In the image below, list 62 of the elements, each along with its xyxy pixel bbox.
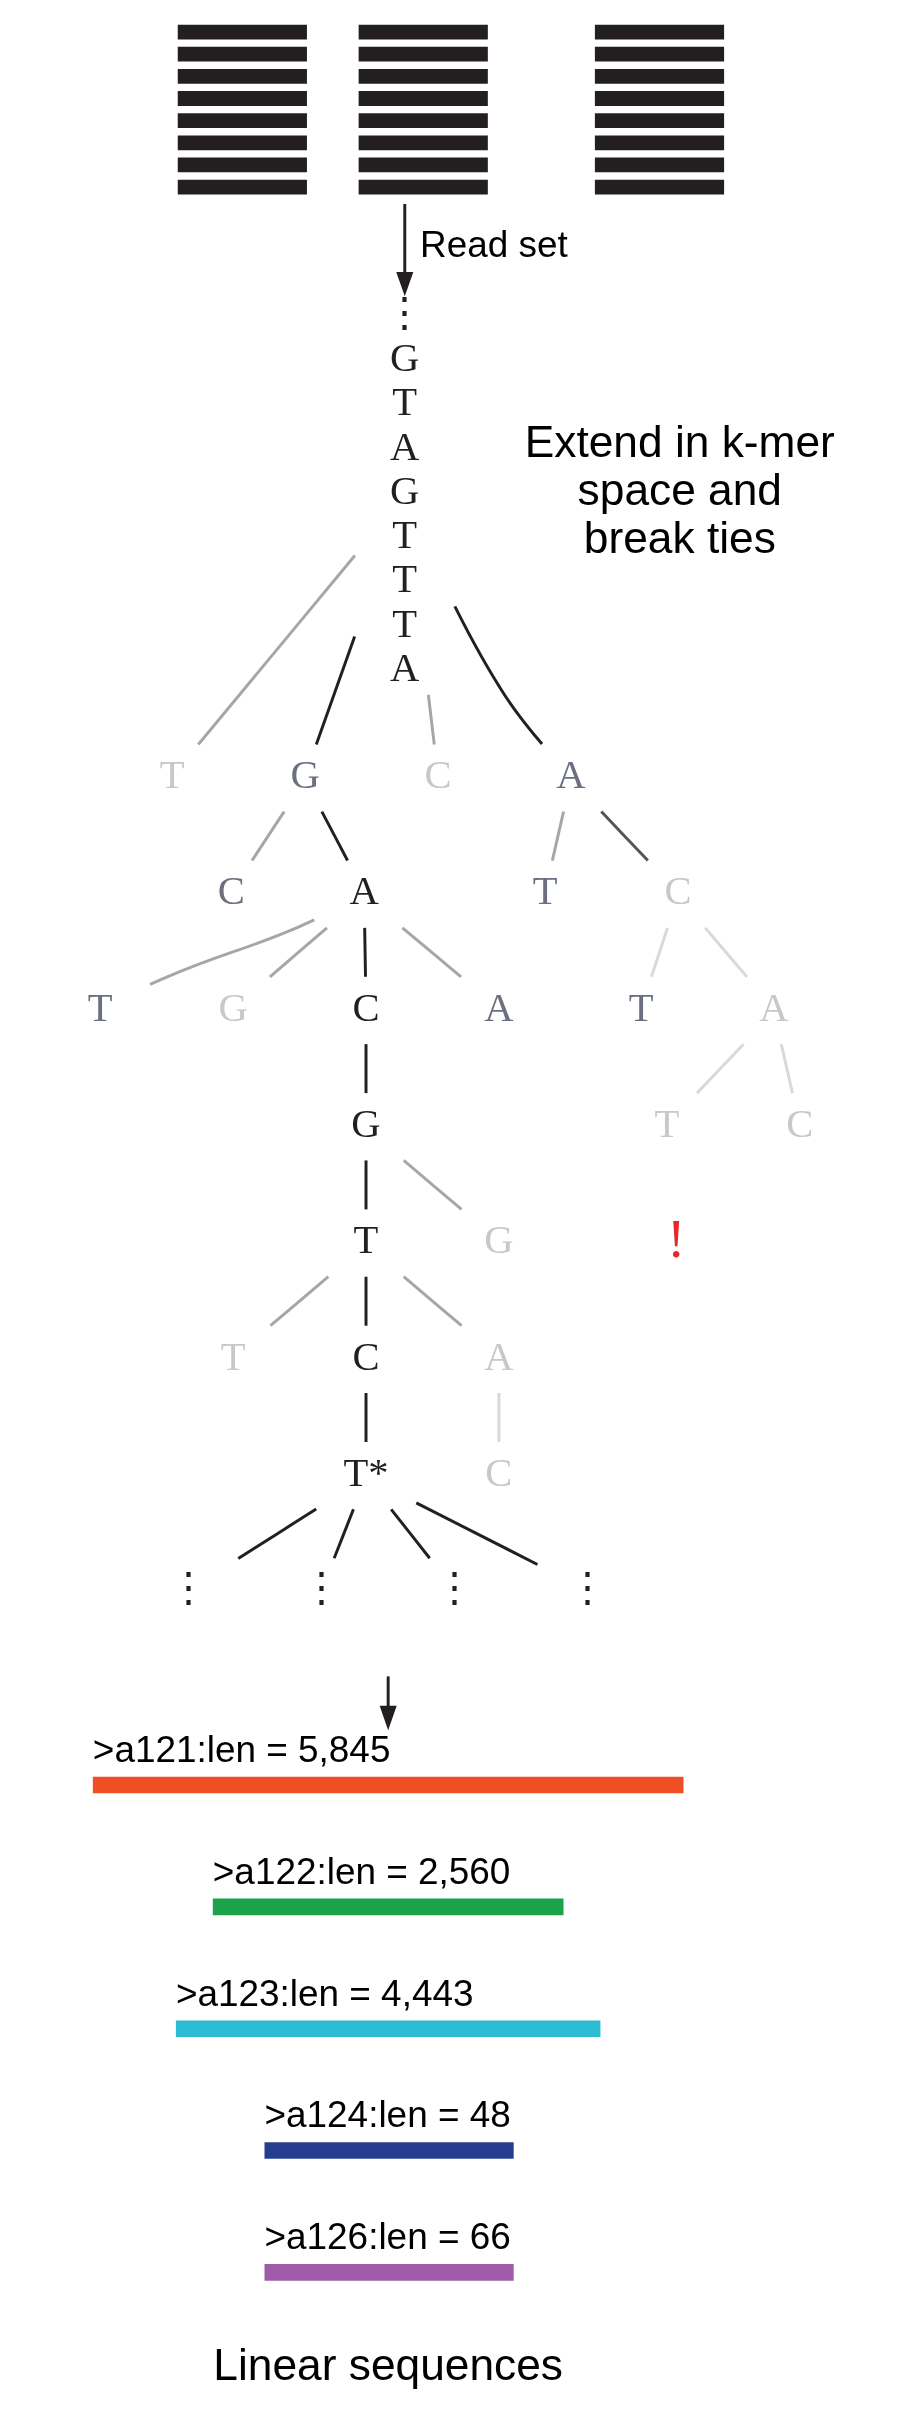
node-text: ⋮ G T A G T T T A	[383, 290, 425, 691]
node-text: ⋮	[433, 1566, 475, 1612]
connector	[237, 1507, 317, 1560]
edge-label: Read set	[419, 224, 568, 266]
node-text: A	[555, 752, 586, 798]
node-label: >a121:len = 5,845	[92, 1728, 390, 1770]
connector	[364, 1276, 367, 1326]
connector	[649, 927, 669, 978]
connector	[402, 1159, 462, 1211]
node-box	[264, 2264, 514, 2281]
node-text: ⋮	[566, 1566, 608, 1612]
node-text: C	[217, 868, 245, 914]
node-text: ⋮	[167, 1566, 209, 1612]
connector	[250, 810, 285, 862]
node-text: A	[349, 868, 379, 914]
connector	[364, 1393, 367, 1442]
connector	[364, 1044, 367, 1094]
node-box	[212, 1898, 563, 1916]
connector	[415, 1501, 538, 1566]
node-label: >a122:len = 2,560	[212, 1850, 510, 1892]
connector	[599, 810, 649, 862]
connector	[364, 1160, 367, 1210]
node-text: T*	[342, 1449, 389, 1495]
connector	[389, 1508, 431, 1560]
connector	[426, 694, 436, 745]
node-text: ⋮	[300, 1566, 342, 1612]
node-text: T	[628, 984, 653, 1030]
label: Linear sequences	[212, 2339, 563, 2389]
node-box	[92, 1776, 683, 1794]
node-box	[264, 2142, 514, 2159]
connector	[149, 918, 315, 986]
connector	[268, 926, 328, 978]
connector	[703, 926, 748, 978]
connector	[402, 1275, 462, 1327]
node-label: >a124:len = 48	[264, 2094, 511, 2136]
label: Extend in k-mer space and break ties	[524, 416, 835, 562]
arrow	[395, 203, 413, 297]
node-text: T	[87, 984, 113, 1030]
node-text: G	[350, 1100, 381, 1146]
connector	[453, 605, 543, 745]
node-text: C	[351, 984, 380, 1030]
node-text: C	[351, 1333, 380, 1379]
connector	[496, 1393, 500, 1442]
connector	[196, 554, 356, 746]
connector	[400, 926, 462, 978]
node-text: A	[483, 984, 514, 1030]
arrow	[379, 1676, 397, 1731]
connector	[695, 1043, 745, 1095]
connector	[269, 1275, 329, 1327]
connector	[362, 927, 367, 977]
connector	[320, 810, 349, 862]
connector	[779, 1043, 794, 1094]
node-box	[175, 2020, 600, 2037]
label: !	[666, 1207, 685, 1269]
node-text: T	[353, 1217, 378, 1263]
connector	[550, 811, 565, 861]
node-text: T	[532, 868, 557, 914]
connector	[332, 1508, 355, 1559]
connector	[314, 635, 356, 745]
node-text: G	[289, 752, 320, 798]
node-label: >a123:len = 4,443	[175, 1972, 473, 2014]
node-label: >a126:len = 66	[264, 2216, 511, 2258]
